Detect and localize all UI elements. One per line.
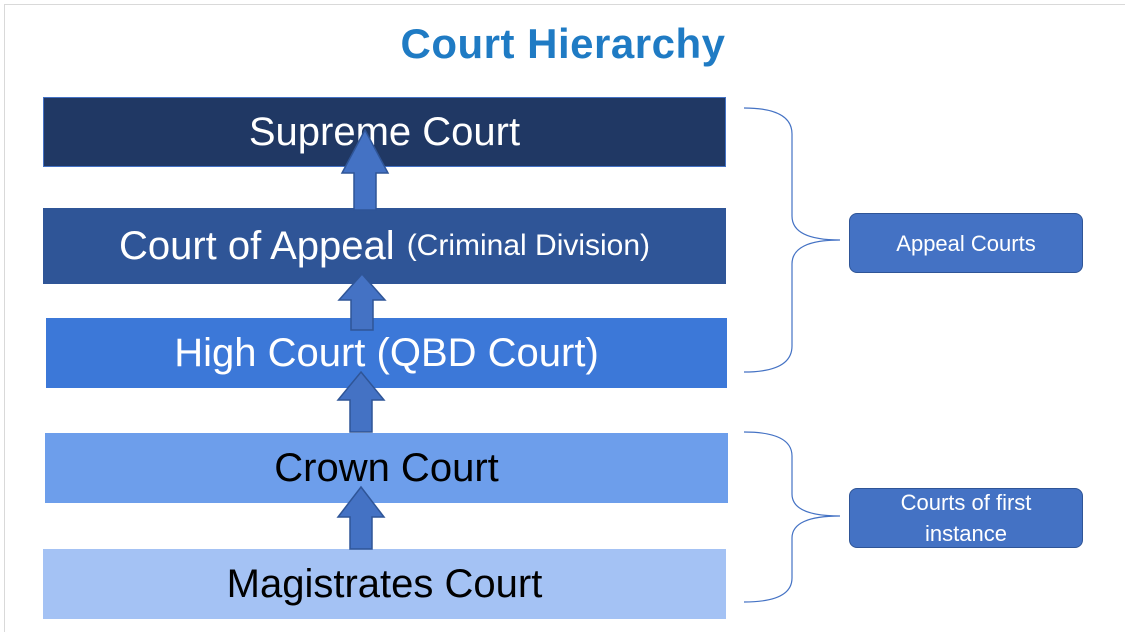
up-arrow-icon-magistrates-to-crown [336, 485, 386, 550]
up-arrow-icon-appeal-to-supreme [340, 128, 390, 211]
up-arrow-icon-high-to-appeal [337, 272, 387, 331]
diagram-title: Court Hierarchy [400, 20, 726, 67]
court-label-crown: Crown Court [274, 445, 499, 490]
group-label-first-instance-line1: Courts of first [900, 490, 1032, 515]
court-box-high: High Court (QBD Court) [46, 318, 727, 388]
group-label-first-instance-line2: instance [925, 521, 1007, 546]
group-label-appeal-courts: Appeal Courts [849, 213, 1083, 273]
bracket-appeal-courts [743, 107, 841, 373]
court-label-supreme: Supreme Court [248, 109, 521, 154]
bracket-first-instance [743, 431, 841, 603]
group-label-appeal-courts-text: Appeal Courts [896, 230, 1036, 256]
slide-border [4, 4, 1125, 632]
court-label-high: High Court (QBD Court) [174, 330, 599, 375]
group-label-first-instance: Courts of first instance [849, 488, 1083, 548]
court-box-appeal: Court of Appeal (Criminal Division) [43, 208, 726, 284]
court-sublabel-appeal: (Criminal Division) [406, 229, 651, 262]
court-label-appeal: Court of Appeal [118, 223, 395, 268]
court-box-crown: Crown Court [45, 433, 728, 503]
court-label-magistrates: Magistrates Court [226, 561, 543, 606]
court-box-supreme: Supreme Court [43, 97, 726, 167]
up-arrow-icon-crown-to-high [336, 370, 386, 433]
court-box-magistrates: Magistrates Court [43, 549, 726, 619]
